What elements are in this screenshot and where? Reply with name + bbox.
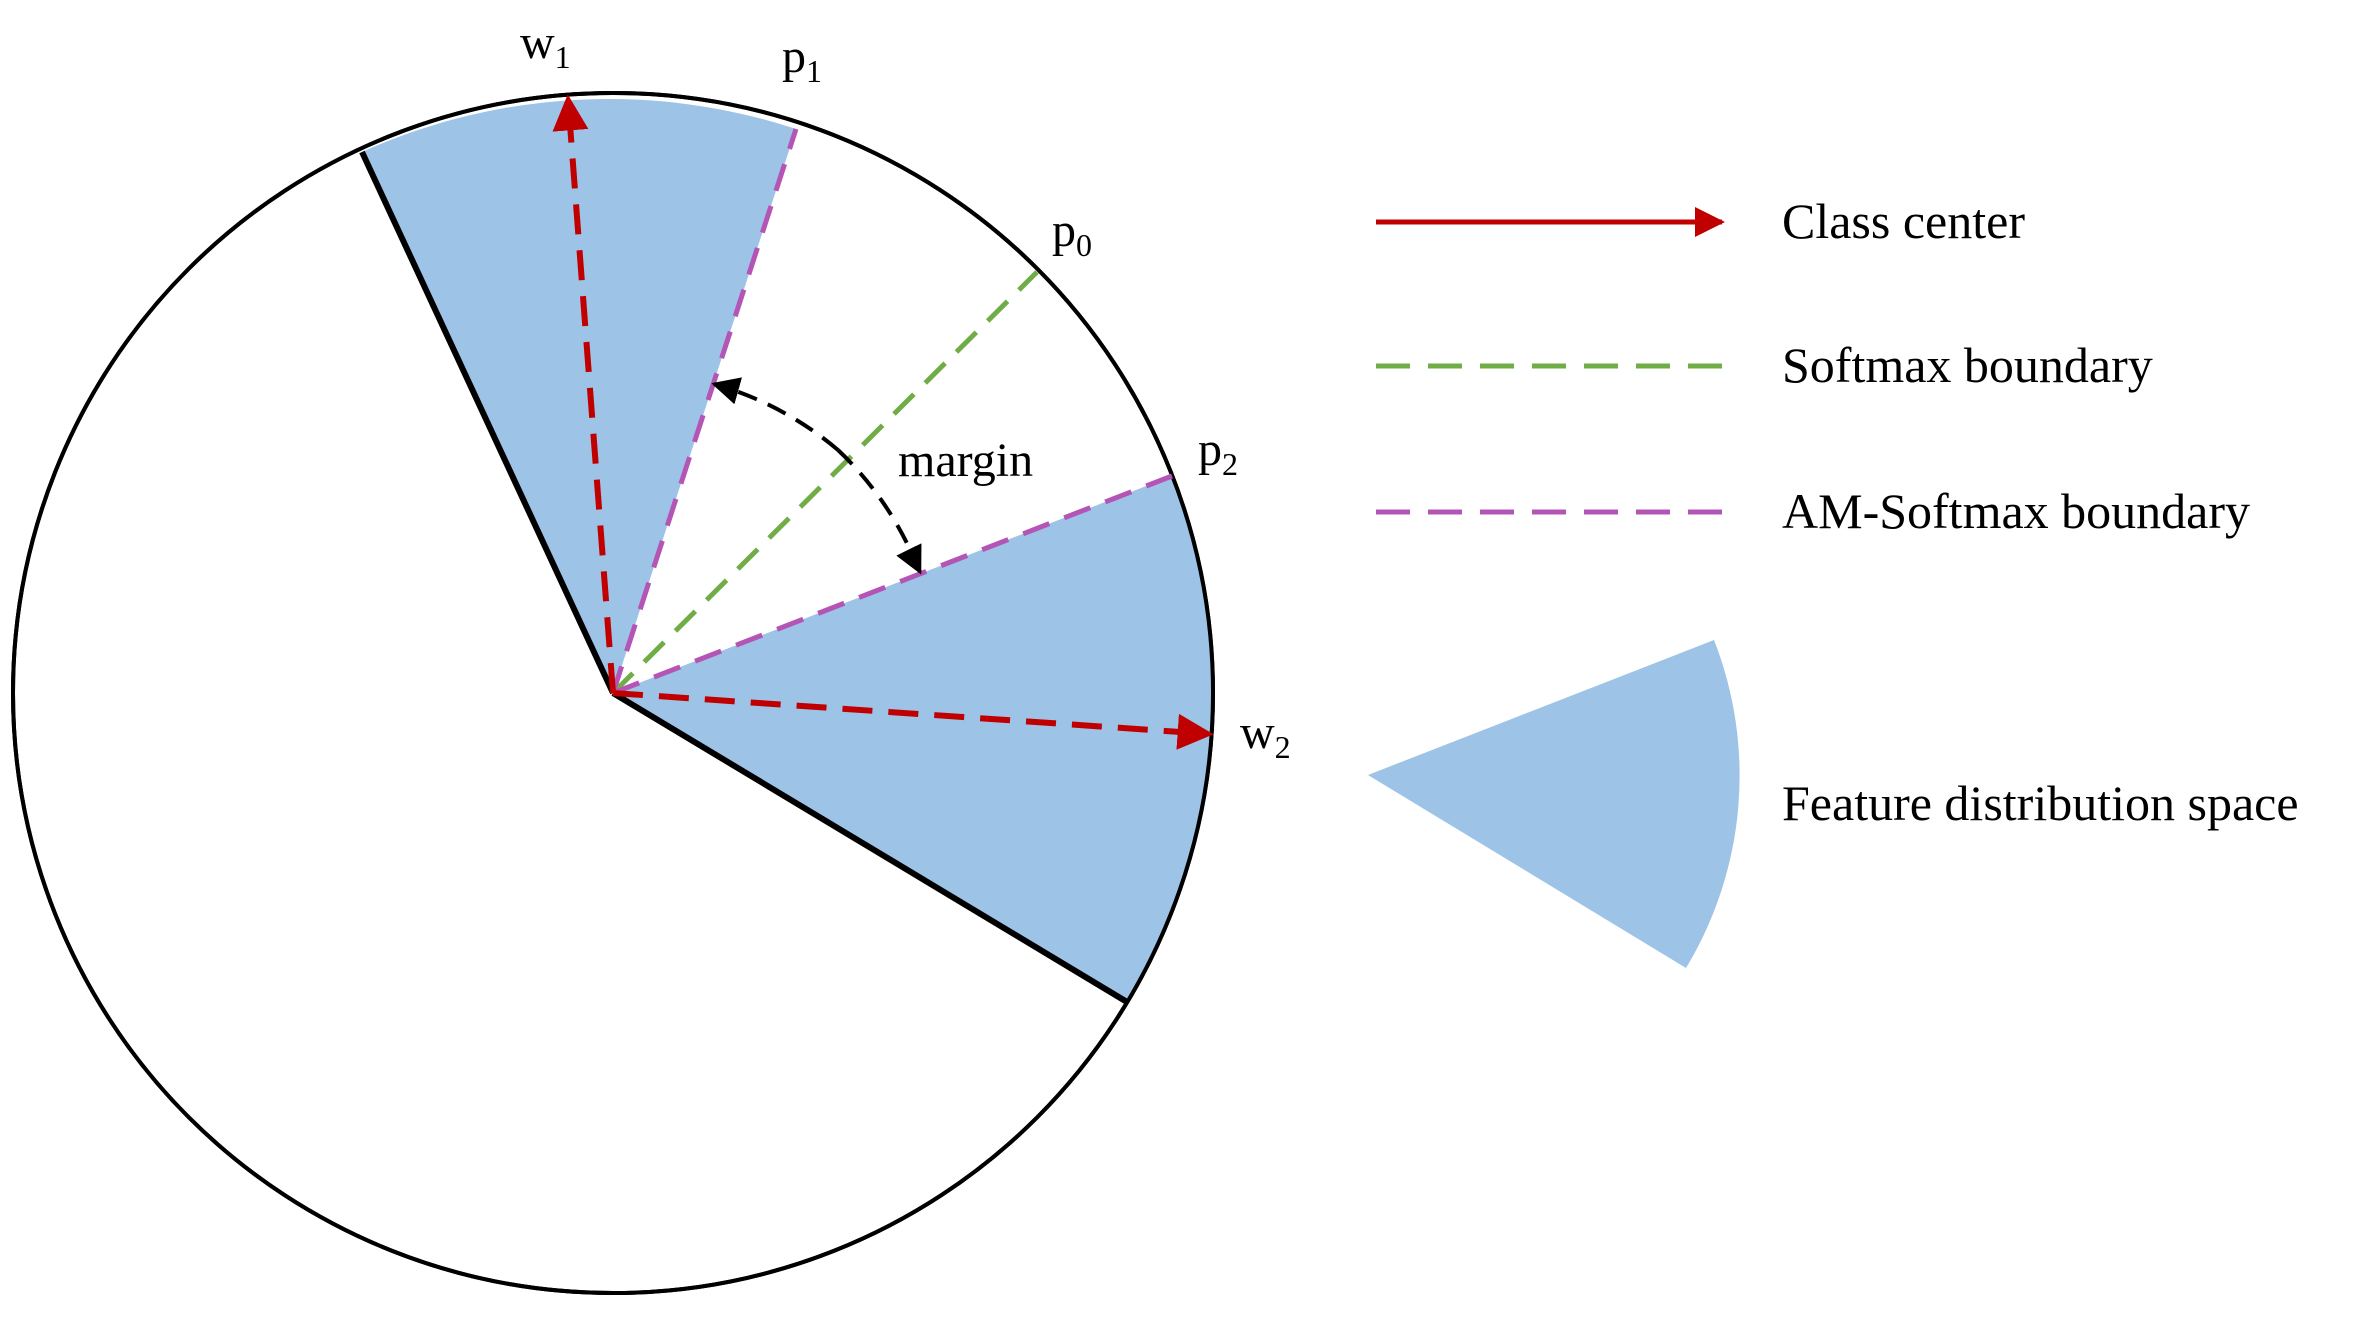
am-softmax-boundary-p2	[612, 473, 1173, 696]
margin-arc-head-start	[711, 377, 840, 452]
legend-softmax-label: Softmax boundary	[1782, 337, 2153, 393]
feature-sector-class-2	[613, 476, 1213, 1002]
label-margin: margin	[898, 434, 1033, 487]
sector-edge-class-1	[359, 150, 616, 695]
legend-feature-space-swatch	[1368, 640, 1740, 968]
label-p0: p0	[1052, 204, 1092, 263]
label-p1: p1	[782, 30, 822, 89]
am-softmax-boundary-p1	[610, 128, 799, 694]
class-center-w2	[612, 690, 1214, 750]
label-w2: w2	[1240, 706, 1291, 765]
legend-feature-space-label: Feature distribution space	[1782, 775, 2299, 831]
label-w1: w1	[520, 16, 571, 75]
class-center-w1	[552, 94, 616, 694]
legend-class-center-label: Class center	[1782, 193, 2025, 249]
legend: Class center Softmax boundary AM-Softmax…	[1368, 193, 2299, 968]
legend-am-softmax-label: AM-Softmax boundary	[1782, 483, 2250, 539]
sector-edge-class-2	[611, 690, 1129, 1005]
feature-sector-class-1	[362, 98, 796, 693]
softmax-boundary-p0	[611, 270, 1039, 695]
label-p2: p2	[1198, 423, 1238, 482]
circle-outline	[11, 91, 1215, 1295]
margin-arc-head-end	[896, 543, 922, 575]
